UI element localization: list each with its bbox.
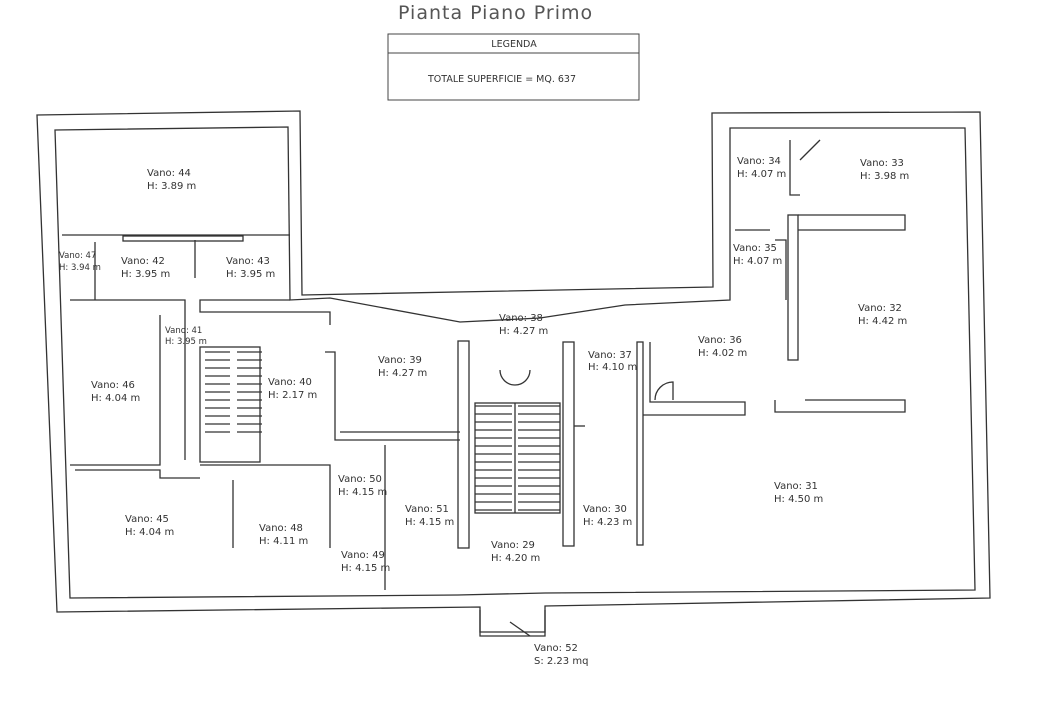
room-number: Vano: 51: [405, 504, 449, 515]
room-number: Vano: 38: [499, 313, 543, 324]
room-number: Vano: 43: [226, 256, 270, 267]
room-49: Vano: 49 H: 4.15 m: [341, 550, 390, 574]
room-39: Vano: 39 H: 4.27 m: [378, 355, 427, 379]
room-30: Vano: 30 H: 4.23 m: [583, 504, 632, 528]
interior-walls: [62, 139, 906, 590]
room-38: Vano: 38 H: 4.27 m: [499, 313, 548, 337]
room-44: Vano: 44 H: 3.89 m: [147, 168, 196, 192]
room-36: Vano: 36 H: 4.02 m: [698, 335, 747, 359]
room-height: H: 4.07 m: [737, 169, 786, 180]
room-height: H: 3.95 m: [165, 337, 207, 347]
room-height: H: 3.98 m: [860, 171, 909, 182]
room-height: H: 3.94 m: [59, 263, 101, 273]
legend-total-area: TOTALE SUPERFICIE = MQ. 637: [427, 74, 576, 85]
room-number: Vano: 44: [147, 168, 191, 179]
room-number: Vano: 42: [121, 256, 165, 267]
room-31: Vano: 31 H: 4.50 m: [774, 481, 823, 505]
room-48: Vano: 48 H: 4.11 m: [259, 523, 308, 547]
room-42: Vano: 42 H: 3.95 m: [121, 256, 170, 280]
room-height: H: 4.04 m: [91, 393, 140, 404]
room-height: H: 4.15 m: [338, 487, 387, 498]
staircase-left: [205, 351, 262, 433]
room-height: H: 4.15 m: [405, 517, 454, 528]
room-number: Vano: 45: [125, 514, 169, 525]
room-number: Vano: 41: [165, 326, 202, 336]
room-height: H: 2.17 m: [268, 390, 317, 401]
room-number: Vano: 47: [59, 251, 96, 261]
room-29: Vano: 29 H: 4.20 m: [491, 540, 540, 564]
room-47: Vano: 47 H: 3.94 m: [59, 251, 101, 273]
room-height: H: 4.42 m: [858, 316, 907, 327]
room-46: Vano: 46 H: 4.04 m: [91, 380, 140, 404]
staircase-main: [475, 405, 560, 511]
room-number: Vano: 36: [698, 335, 742, 346]
room-number: Vano: 32: [858, 303, 902, 314]
room-number: Vano: 46: [91, 380, 135, 391]
room-height: H: 4.27 m: [378, 368, 427, 379]
room-50: Vano: 50 H: 4.15 m: [338, 474, 387, 498]
room-number: Vano: 49: [341, 550, 385, 561]
room-number: Vano: 35: [733, 243, 777, 254]
room-number: Vano: 50: [338, 474, 382, 485]
room-number: Vano: 34: [737, 156, 781, 167]
room-height: H: 3.95 m: [121, 269, 170, 280]
plan-title: Pianta Piano Primo: [398, 2, 593, 24]
room-number: Vano: 31: [774, 481, 818, 492]
room-43: Vano: 43 H: 3.95 m: [226, 256, 275, 280]
room-35: Vano: 35 H: 4.07 m: [733, 243, 782, 267]
room-height: H: 4.02 m: [698, 348, 747, 359]
room-45: Vano: 45 H: 4.04 m: [125, 514, 174, 538]
room-number: Vano: 29: [491, 540, 535, 551]
room-height: H: 4.15 m: [341, 563, 390, 574]
legend-box: LEGENDA TOTALE SUPERFICIE = MQ. 637: [387, 33, 640, 101]
room-number: Vano: 48: [259, 523, 303, 534]
room-height: H: 4.23 m: [583, 517, 632, 528]
outer-walls: [36, 110, 991, 637]
room-number: Vano: 33: [860, 158, 904, 169]
room-number: Vano: 39: [378, 355, 422, 366]
room-33: Vano: 33 H: 3.98 m: [860, 158, 909, 182]
room-height: H: 4.50 m: [774, 494, 823, 505]
room-number: Vano: 52: [534, 643, 578, 654]
room-height: H: 4.04 m: [125, 527, 174, 538]
room-height: H: 4.27 m: [499, 326, 548, 337]
room-32: Vano: 32 H: 4.42 m: [858, 303, 907, 327]
legend-header: LEGENDA: [491, 39, 537, 50]
room-height: H: 4.10 m: [588, 362, 637, 373]
room-40: Vano: 40 H: 2.17 m: [268, 377, 317, 401]
room-number: Vano: 37: [588, 350, 632, 361]
room-41: Vano: 41H: 3.95 m: [165, 326, 207, 347]
room-labels: Vano: 44 H: 3.89 m Vano: 47 H: 3.94 m Vano…: [59, 156, 909, 667]
room-height: H: 3.95 m: [226, 269, 275, 280]
room-52: Vano: 52 S: 2.23 mq: [534, 643, 588, 667]
room-height: H: 4.07 m: [733, 256, 782, 267]
room-height: H: 4.20 m: [491, 553, 540, 564]
room-height: H: 3.89 m: [147, 181, 196, 192]
room-height: H: 4.11 m: [259, 536, 308, 547]
room-51: Vano: 51 H: 4.15 m: [405, 504, 454, 528]
room-37: Vano: 37H: 4.10 m: [588, 350, 637, 373]
room-area: S: 2.23 mq: [534, 656, 588, 667]
room-34: Vano: 34 H: 4.07 m: [737, 156, 786, 180]
room-number: Vano: 30: [583, 504, 627, 515]
room-number: Vano: 40: [268, 377, 312, 388]
